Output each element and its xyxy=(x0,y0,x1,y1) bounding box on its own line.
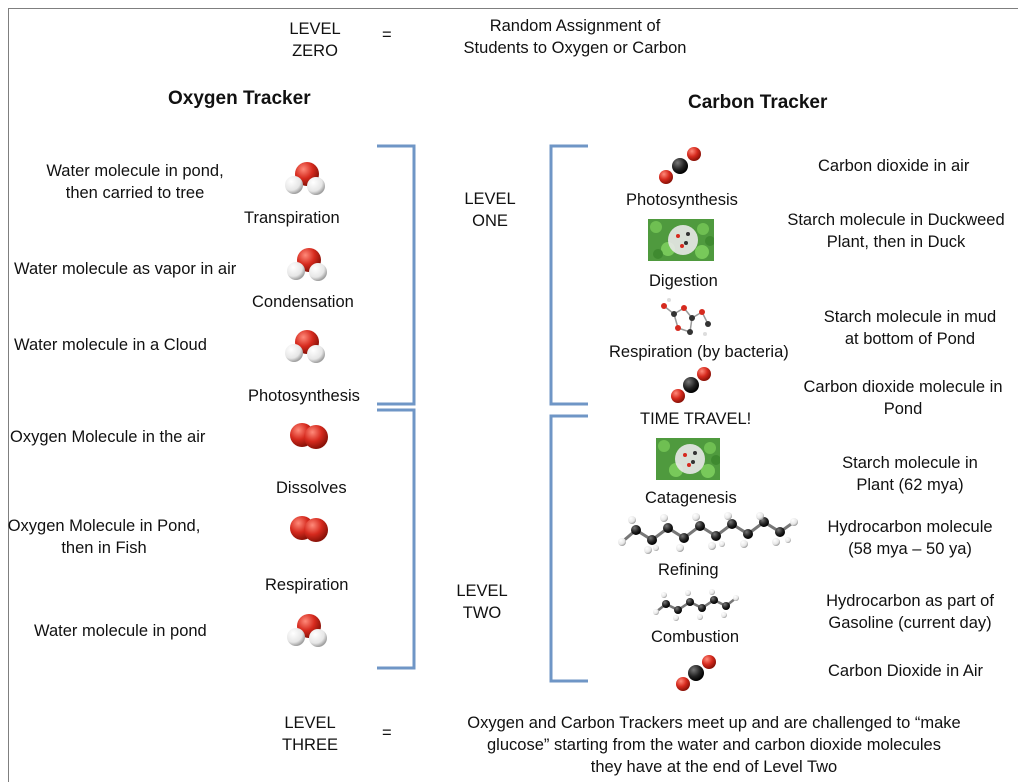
oxygen-process-transpiration: Transpiration xyxy=(244,209,340,227)
water-molecule-icon xyxy=(287,248,327,281)
oxygen-state-3: Water molecule in a Cloud xyxy=(14,336,207,354)
carbon-level-one-bracket xyxy=(549,144,588,406)
carbon-process-refining: Refining xyxy=(658,561,719,579)
carbon-process-digestion: Digestion xyxy=(649,272,718,290)
carbon-process-combustion: Combustion xyxy=(651,628,740,646)
oxygen-process-condensation: Condensation xyxy=(252,293,354,311)
oxygen-state-5: Oxygen Molecule in Pond, then in Fish xyxy=(7,517,201,557)
level-zero-label: LEVEL ZERO xyxy=(289,20,341,60)
oxygen-molecule-icon xyxy=(290,423,328,449)
level-two-label: LEVEL TWO xyxy=(456,582,508,622)
oxygen-level-one-bracket xyxy=(377,144,416,406)
duckweed-starch-icon xyxy=(656,438,720,480)
water-molecule-icon xyxy=(285,330,325,363)
carbon-state-3: Starch molecule in mud at bottom of Pond xyxy=(823,308,997,348)
water-molecule-icon xyxy=(287,614,327,647)
carbon-state-2: Starch molecule in Duckweed Plant, then … xyxy=(787,211,1005,251)
diagram-frame xyxy=(8,8,1018,782)
carbon-dioxide-icon xyxy=(659,147,701,184)
level-zero-equals: = xyxy=(382,26,392,44)
oxygen-state-4: Oxygen Molecule in the air xyxy=(10,428,206,446)
level-three-equals: = xyxy=(382,724,392,742)
oxygen-process-photosynthesis: Photosynthesis xyxy=(248,387,360,405)
carbon-state-6: Hydrocarbon molecule (58 mya – 50 ya) xyxy=(827,518,993,558)
level-one-label: LEVEL ONE xyxy=(464,190,516,230)
oxygen-process-respiration: Respiration xyxy=(265,576,349,594)
oxygen-state-1: Water molecule in pond, then carried to … xyxy=(46,162,224,202)
carbon-state-1: Carbon dioxide in air xyxy=(818,157,970,175)
carbon-state-4: Carbon dioxide molecule in Pond xyxy=(803,378,1003,418)
carbon-dioxide-icon xyxy=(671,367,711,403)
oxygen-level-two-bracket xyxy=(377,408,416,670)
carbon-state-7: Hydrocarbon as part of Gasoline (current… xyxy=(826,592,994,632)
carbon-dioxide-icon xyxy=(676,655,716,691)
carbon-tracker-heading: Carbon Tracker xyxy=(688,92,828,113)
oxygen-process-dissolves: Dissolves xyxy=(276,479,347,497)
duckweed-starch-icon xyxy=(648,219,714,261)
carbon-process-time-travel: TIME TRAVEL! xyxy=(640,410,752,428)
starch-molecule-icon xyxy=(661,298,711,336)
hydrocarbon-chain-icon xyxy=(653,589,739,621)
oxygen-state-6: Water molecule in pond xyxy=(34,622,207,640)
level-three-label: LEVEL THREE xyxy=(282,714,338,754)
carbon-process-photosynthesis: Photosynthesis xyxy=(626,191,738,209)
carbon-level-two-bracket xyxy=(549,414,588,683)
oxygen-tracker-heading: Oxygen Tracker xyxy=(168,88,311,109)
oxygen-state-2: Water molecule as vapor in air xyxy=(14,260,237,278)
water-molecule-icon xyxy=(285,162,325,195)
hydrocarbon-chain-icon xyxy=(618,512,798,554)
level-three-description: Oxygen and Carbon Trackers meet up and a… xyxy=(467,714,961,776)
carbon-process-catagenesis: Catagenesis xyxy=(645,489,737,507)
oxygen-molecule-icon xyxy=(290,516,328,542)
carbon-process-respiration: Respiration (by bacteria) xyxy=(609,343,789,361)
carbon-state-8: Carbon Dioxide in Air xyxy=(828,662,983,680)
level-zero-description: Random Assignment of Students to Oxygen … xyxy=(463,17,687,57)
carbon-state-5: Starch molecule in Plant (62 mya) xyxy=(842,454,978,494)
